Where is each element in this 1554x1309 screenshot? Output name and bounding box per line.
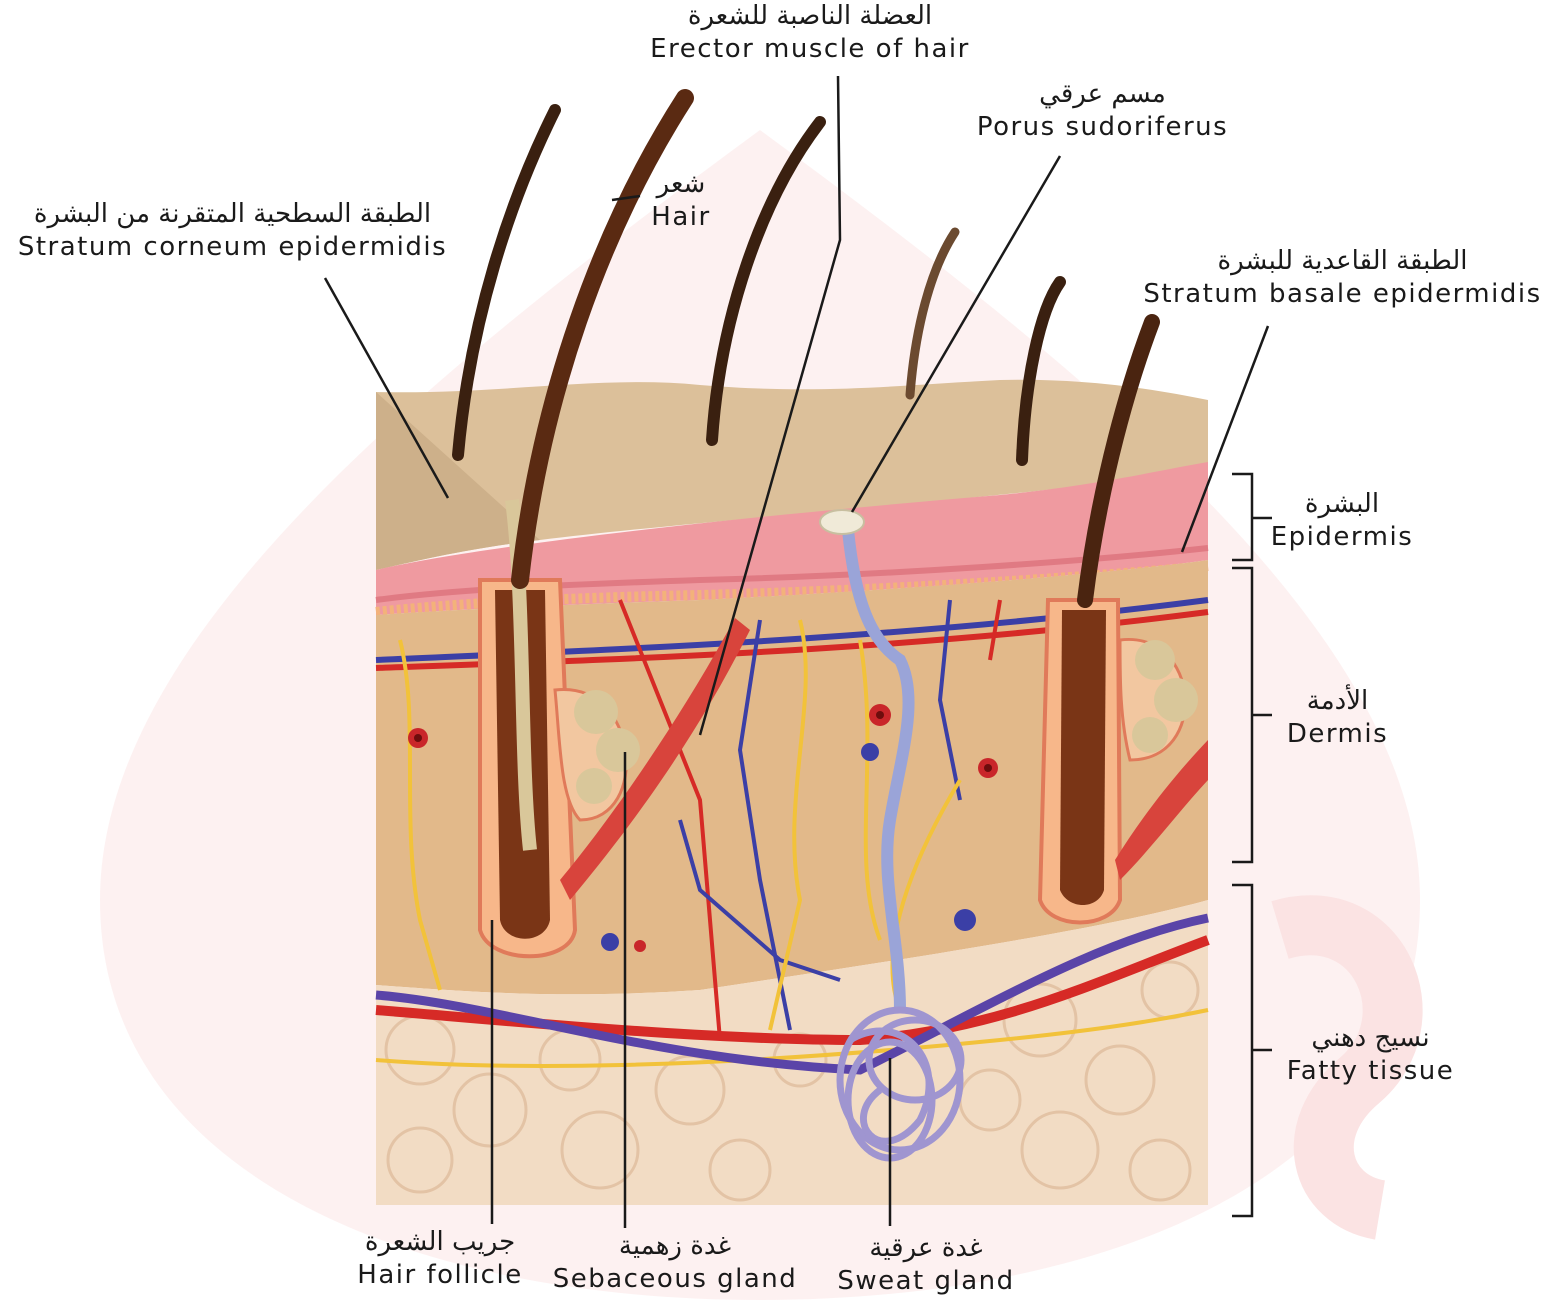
label-fatty-tissue: نسيج دهني Fatty tissue <box>1278 1022 1463 1087</box>
label-hair-follicle: جريب الشعرة Hair follicle <box>345 1226 535 1291</box>
label-sweat-gland-en: Sweat gland <box>830 1265 1022 1298</box>
hair-follicle-right <box>1040 600 1120 923</box>
label-sweat-gland: غدة عرقية Sweat gland <box>830 1232 1022 1297</box>
label-hair: شعر Hair <box>636 168 726 233</box>
label-sebaceous-gland-ar: غدة زهمية <box>545 1230 805 1263</box>
label-stratum-corneum-en: Stratum corneum epidermidis <box>0 231 465 264</box>
label-hair-ar: شعر <box>636 168 726 201</box>
label-fatty-tissue-ar: نسيج دهني <box>1278 1022 1463 1055</box>
label-stratum-corneum: الطبقة السطحية المتقرنة من البشرة Stratu… <box>0 198 465 263</box>
label-epidermis-en: Epidermis <box>1262 521 1422 554</box>
label-epidermis-ar: البشرة <box>1262 488 1422 521</box>
label-porus-en: Porus sudoriferus <box>960 111 1245 144</box>
label-stratum-basale: الطبقة القاعدية للبشرة Stratum basale ep… <box>1135 245 1550 310</box>
label-erector-muscle-en: Erector muscle of hair <box>600 33 1020 66</box>
label-porus-ar: مسم عرقي <box>960 78 1245 111</box>
label-hair-follicle-en: Hair follicle <box>345 1259 535 1292</box>
label-stratum-corneum-ar: الطبقة السطحية المتقرنة من البشرة <box>0 198 465 231</box>
label-sweat-gland-ar: غدة عرقية <box>830 1232 1022 1265</box>
label-porus: مسم عرقي Porus sudoriferus <box>960 78 1245 143</box>
porus-sudoriferus <box>820 510 864 534</box>
label-epidermis: البشرة Epidermis <box>1262 488 1422 553</box>
label-sebaceous-gland-en: Sebaceous gland <box>545 1263 805 1296</box>
label-dermis-ar: الأدمة <box>1270 685 1405 718</box>
label-hair-en: Hair <box>636 201 726 234</box>
label-sebaceous-gland: غدة زهمية Sebaceous gland <box>545 1230 805 1295</box>
label-dermis: الأدمة Dermis <box>1270 685 1405 750</box>
label-erector-muscle: العضلة الناصبة للشعرة Erector muscle of … <box>600 0 1020 65</box>
label-dermis-en: Dermis <box>1270 718 1405 751</box>
label-erector-muscle-ar: العضلة الناصبة للشعرة <box>600 0 1020 33</box>
label-fatty-tissue-en: Fatty tissue <box>1278 1055 1463 1088</box>
label-hair-follicle-ar: جريب الشعرة <box>345 1226 535 1259</box>
label-stratum-basale-en: Stratum basale epidermidis <box>1135 278 1550 311</box>
label-stratum-basale-ar: الطبقة القاعدية للبشرة <box>1135 245 1550 278</box>
